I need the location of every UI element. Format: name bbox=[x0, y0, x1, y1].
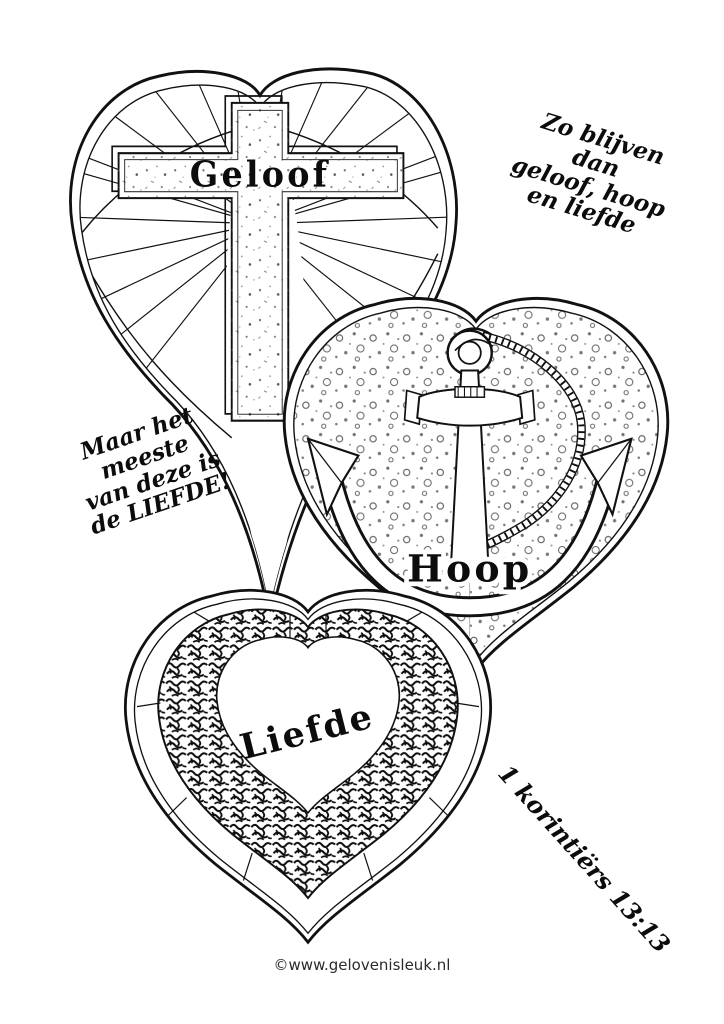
geloof-label: Geloof bbox=[190, 154, 331, 195]
copyright-text: ©www.gelovenisleuk.nl bbox=[273, 956, 451, 974]
liefde-heart: Liefde bbox=[123, 588, 493, 944]
hoop-label: Hoop bbox=[407, 547, 532, 591]
cross-icon bbox=[111, 95, 405, 422]
geloof-heart: Geloof bbox=[68, 67, 459, 624]
anchor-rope bbox=[470, 331, 586, 555]
anchor-icon bbox=[306, 327, 633, 637]
